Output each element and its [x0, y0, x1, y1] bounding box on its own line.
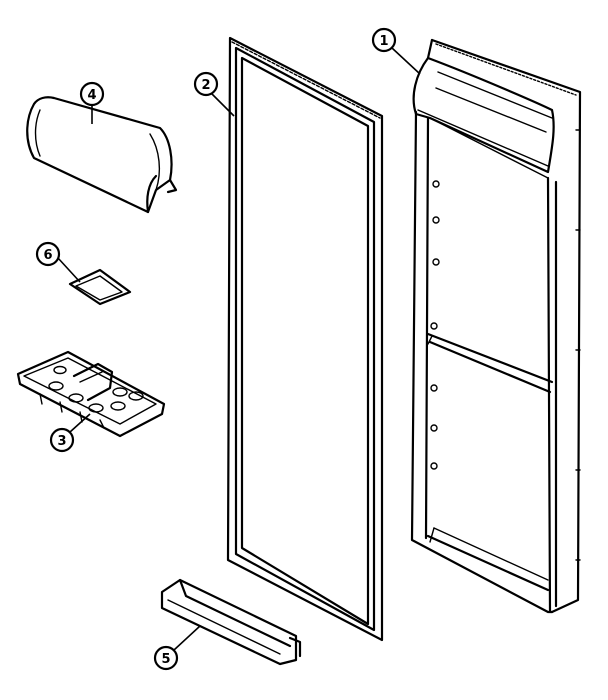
callout-1-label: 1	[379, 34, 388, 49]
part-4-dispenser-cover	[26, 96, 178, 214]
callout-2-label: 2	[201, 78, 210, 93]
callout-5-circle	[153, 645, 179, 671]
part-2-door-gasket	[226, 36, 384, 642]
callout-4-circle	[79, 81, 105, 107]
part-3-ice-tray	[16, 350, 166, 438]
leader-5	[173, 625, 201, 651]
part-1-door-liner	[410, 38, 582, 614]
leader-2	[211, 93, 235, 117]
callout-group: 1 2 4 6 3 5	[35, 27, 421, 671]
callout-6-label: 6	[43, 248, 52, 263]
leader-6	[57, 257, 81, 283]
leader-1	[391, 47, 421, 75]
leader-3	[69, 413, 91, 433]
callout-3-circle	[49, 427, 75, 453]
callout-3-label: 3	[57, 434, 66, 449]
part-6-small-cap	[68, 268, 132, 306]
callout-2-circle	[193, 71, 219, 97]
callout-6-circle	[35, 241, 61, 267]
callout-1-circle	[371, 27, 397, 53]
callout-5-label: 5	[161, 652, 170, 667]
part-5-shelf-bin	[160, 578, 302, 666]
callout-4-label: 4	[87, 88, 96, 103]
